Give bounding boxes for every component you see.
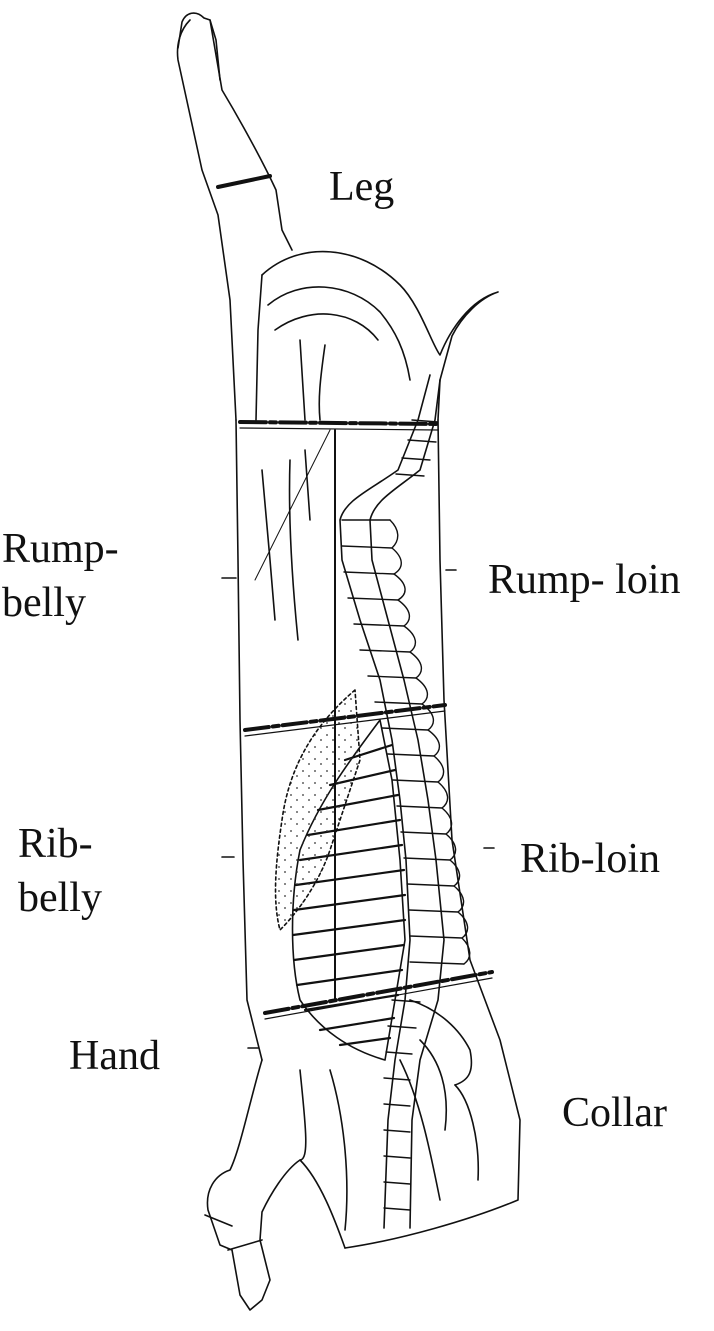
label-rib-belly-line-2: belly	[18, 875, 102, 921]
label-rump-belly-line-2: belly	[2, 580, 86, 626]
label-rump-loin: Rump- loin	[488, 557, 681, 603]
leg-cut-mark	[216, 174, 272, 189]
label-leg: Leg	[329, 164, 395, 210]
front-leg-outline	[206, 1059, 346, 1311]
label-rib-belly-line-1: Rib-	[18, 821, 93, 867]
vertebrae	[341, 419, 471, 1211]
hoof-outline	[177, 12, 221, 81]
rib-hatching	[291, 743, 407, 1047]
cut-line-rib-hand	[263, 970, 494, 1015]
label-hand: Hand	[69, 1033, 160, 1079]
carcass-left-edge	[235, 419, 263, 1061]
label-rump-belly: Rump- belly	[2, 522, 119, 630]
spine-outline	[339, 374, 431, 1229]
carcass-right-edge	[344, 419, 521, 1249]
label-rump-belly-line-1: Rump-	[2, 526, 119, 572]
hind-leg-outline	[176, 19, 293, 421]
ham-outline	[261, 250, 499, 421]
cut-line-rump-rib	[243, 703, 447, 732]
label-collar: Collar	[562, 1090, 667, 1136]
label-rib-loin: Rib-loin	[520, 836, 661, 882]
cut-line-leg-rump	[238, 420, 440, 426]
shoulder-outline	[399, 999, 473, 1201]
dotted-fat-region	[274, 689, 361, 931]
label-rib-belly: Rib- belly	[18, 817, 102, 925]
